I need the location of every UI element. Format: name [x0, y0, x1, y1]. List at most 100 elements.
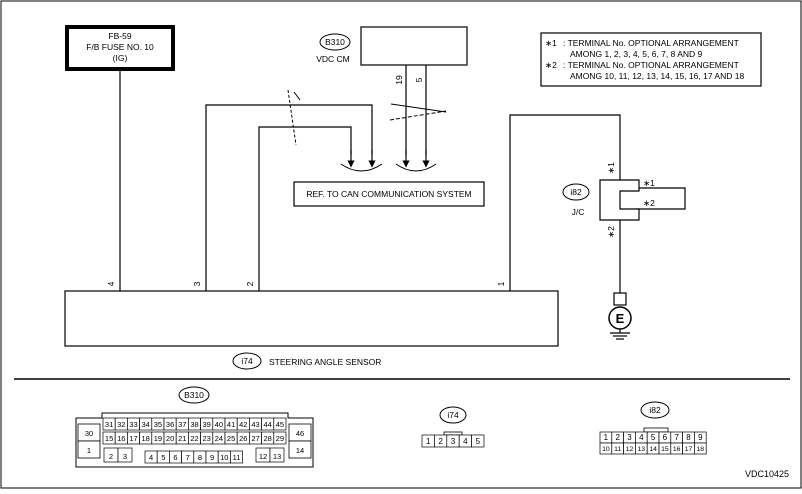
b310-pin-23: 23	[203, 434, 211, 443]
diagram-code: VDC10425	[745, 469, 789, 479]
b310-pin-22: 22	[190, 434, 198, 443]
b310-pin-6: 6	[173, 453, 177, 462]
wire-jc-loop	[620, 187, 686, 210]
i82-pin-16: 16	[673, 446, 681, 453]
b310-pin-7: 7	[186, 453, 190, 462]
b310-pin-33: 33	[129, 420, 137, 429]
ground-symbol: E	[608, 292, 632, 340]
steering-angle-sensor: 4 3 2 1 i74 STEERING ANGLE SENSOR	[64, 281, 559, 370]
i82-pin-11: 11	[614, 446, 621, 453]
jc-mark-bottom: ∗2	[606, 226, 616, 238]
vdc-control-module: B310 VDC CM 19 5	[316, 26, 468, 85]
wire-pin-2	[258, 126, 352, 291]
ground-label: E	[616, 311, 625, 326]
jc-mark-right-1: ∗1	[643, 178, 655, 188]
i82-pin-3: 3	[627, 433, 632, 442]
vdc-label: VDC CM	[316, 54, 350, 64]
b310-pin-14: 14	[296, 446, 304, 455]
i82-pin-2: 2	[615, 433, 620, 442]
joint-connector: i82 J/C ∗1 ∗1 ∗2 ∗2	[562, 162, 655, 238]
i82-pin-14: 14	[649, 446, 657, 453]
wire-pin-1	[509, 114, 621, 291]
b310-pin-13: 13	[273, 452, 281, 461]
jc-mark-top: ∗1	[606, 162, 616, 174]
wire-pin-3	[205, 104, 373, 291]
b310-pin-10: 10	[220, 453, 228, 462]
i82-pin-6: 6	[663, 433, 668, 442]
i74-pin-5: 5	[476, 437, 481, 446]
can-arrows	[340, 150, 437, 172]
b310-pin-39: 39	[203, 420, 211, 429]
sensor-label: STEERING ANGLE SENSOR	[269, 357, 381, 367]
jc-label: J/C	[572, 207, 585, 217]
b310-cell-29	[273, 431, 287, 445]
b310-pin-1: 1	[87, 446, 91, 455]
b310-pin-24: 24	[215, 434, 223, 443]
b310-pin-43: 43	[251, 420, 259, 429]
i74-pin-2: 2	[438, 437, 443, 446]
b310-pin-15: 15	[105, 434, 113, 443]
note-2-line-2: AMONG 10, 11, 12, 13, 14, 15, 16, 17 AND…	[570, 71, 744, 81]
b310-pin-26: 26	[239, 434, 247, 443]
b310-pin-27: 27	[251, 434, 259, 443]
i82-pin-9: 9	[698, 433, 703, 442]
sensor-pin-2: 2	[245, 281, 255, 286]
b310-pin-9: 9	[210, 453, 214, 462]
b310-pin-19: 19	[154, 434, 162, 443]
can-reference-label: REF. TO CAN COMMUNICATION SYSTEM	[306, 189, 471, 199]
sensor-pin-1: 1	[496, 281, 506, 286]
i74-pin-1: 1	[426, 437, 431, 446]
i82-pin-18: 18	[697, 446, 705, 453]
i82-pin-8: 8	[686, 433, 691, 442]
b310-pin-36: 36	[166, 420, 174, 429]
sensor-pin-4: 4	[106, 281, 116, 286]
i82-pin-12: 12	[626, 446, 634, 453]
i82-pin-13: 13	[638, 446, 646, 453]
i82-pin-17: 17	[685, 446, 693, 453]
fuse-line-2: F/B FUSE NO. 10	[86, 42, 154, 52]
can-reference-box: REF. TO CAN COMMUNICATION SYSTEM	[293, 181, 485, 207]
b310-pin-31: 31	[105, 420, 113, 429]
i82-cell-18	[694, 442, 707, 455]
i74-pin-4: 4	[463, 437, 468, 446]
b310-pin-29: 29	[276, 434, 284, 443]
b310-pin-12: 12	[259, 452, 267, 461]
b310-pin-35: 35	[154, 420, 162, 429]
b310-pin-17: 17	[129, 434, 137, 443]
b310-cell-13	[269, 447, 285, 463]
note-1-line-2: AMONG 1, 2, 3, 4, 5, 6, 7, 8 AND 9	[570, 49, 703, 59]
b310-pin-4: 4	[149, 453, 153, 462]
b310-pin-32: 32	[117, 420, 125, 429]
i74-pin-3: 3	[451, 437, 456, 446]
b310-pin-40: 40	[215, 420, 223, 429]
twisted-pair-markers	[287, 89, 447, 146]
wires	[119, 65, 686, 293]
b310-pin-42: 42	[239, 420, 247, 429]
b310-pin-3: 3	[123, 452, 127, 461]
b310-pin-8: 8	[198, 453, 202, 462]
b310-cell-3	[117, 447, 133, 463]
b310-pin-28: 28	[264, 434, 272, 443]
jc-connector-label: i82	[570, 187, 582, 197]
b310-pin-38: 38	[190, 420, 198, 429]
b310-pin-37: 37	[178, 420, 186, 429]
i82-pin-4: 4	[639, 433, 644, 442]
fuse-block: FB-59 F/B FUSE NO. 10 (IG)	[65, 25, 175, 71]
vdc-connector-label: B310	[325, 37, 345, 47]
b310-pin-21: 21	[178, 434, 186, 443]
b310-pin-44: 44	[264, 420, 272, 429]
b310-pin-41: 41	[227, 420, 235, 429]
note-2-line-1: : TERMINAL No. OPTIONAL ARRANGEMENT	[563, 60, 739, 70]
vdc-pin-19: 19	[394, 75, 404, 85]
sensor-pin-3: 3	[192, 281, 202, 286]
note-1-mark: ∗1	[545, 38, 557, 48]
b310-pin-46: 46	[296, 429, 304, 438]
